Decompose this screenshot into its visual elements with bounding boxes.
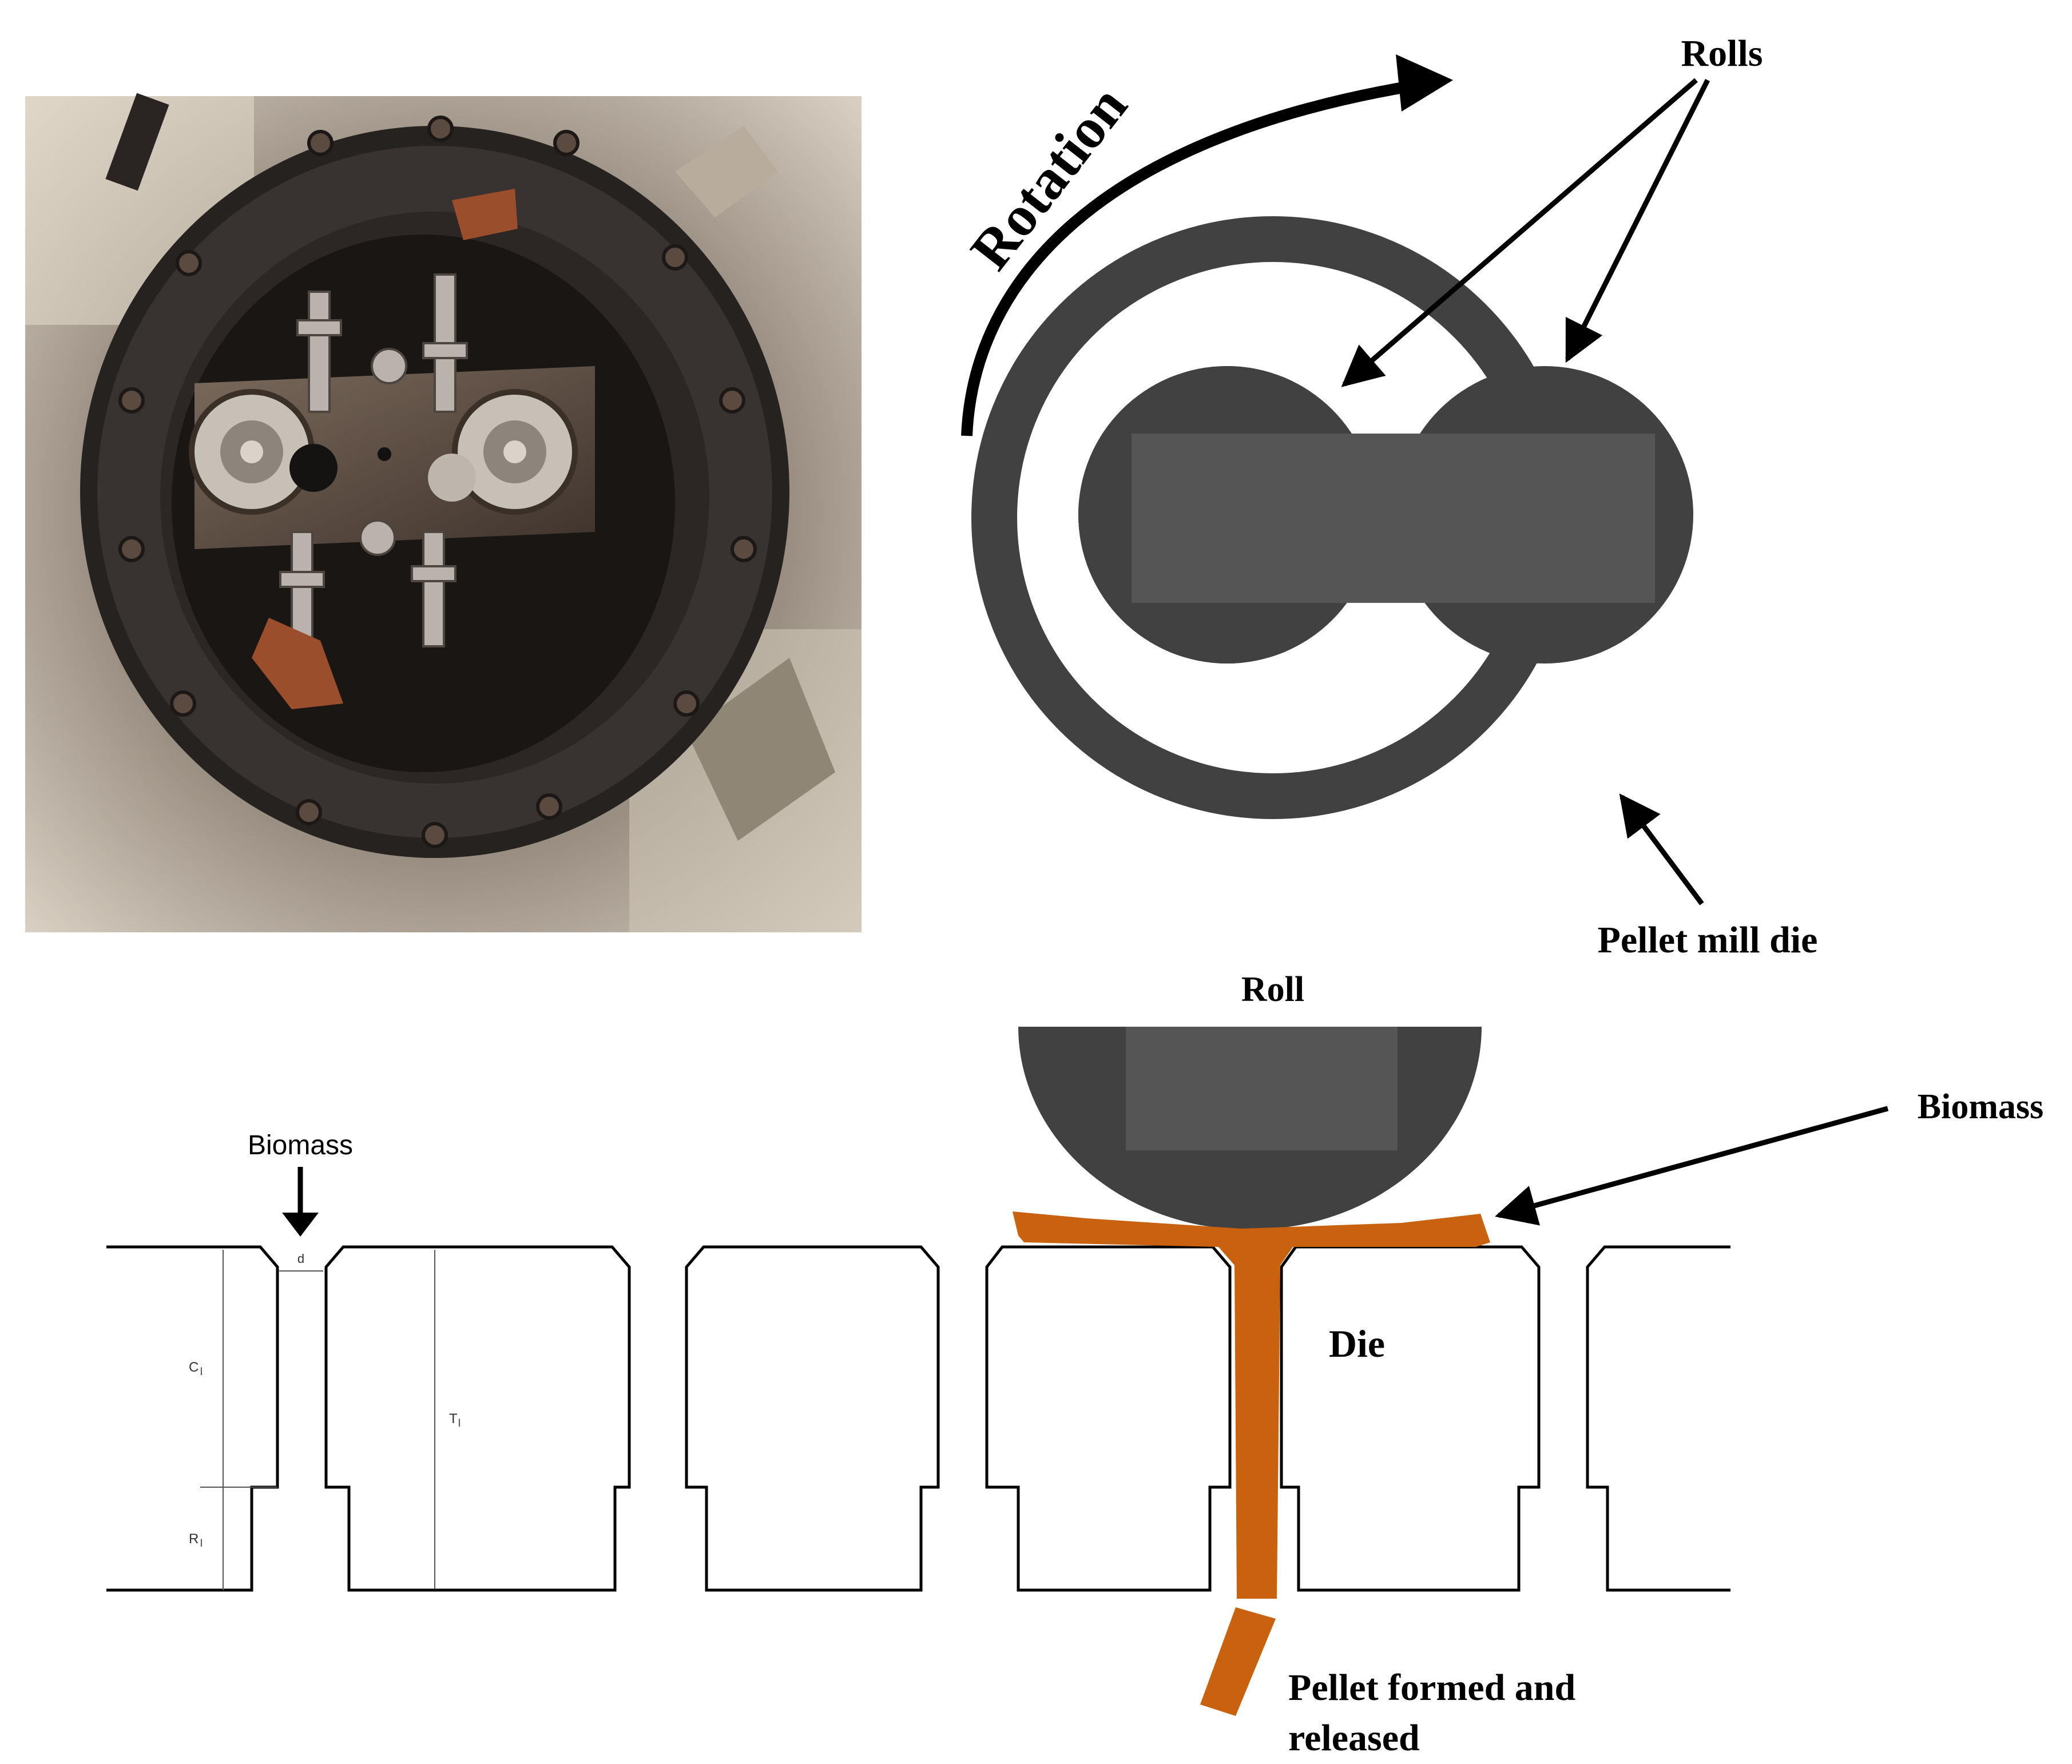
dim-c-label: C — [189, 1360, 199, 1375]
die-label: Die — [1329, 1322, 1385, 1365]
dim-r-sub: l — [200, 1537, 203, 1549]
rolls-arrow-right — [1565, 78, 1710, 363]
dim-c-sub: l — [200, 1366, 203, 1377]
die-cross-section: d C l T l R l — [106, 1245, 1730, 1592]
rotation-arrow — [961, 80, 1414, 436]
pellet-mill-die-label: Pellet mill die — [1598, 919, 1818, 961]
released-pellet — [1200, 1607, 1276, 1716]
biomass-right-label: Biomass — [1918, 1087, 2043, 1126]
dim-t-sub: l — [458, 1417, 461, 1429]
rolls-label: Rolls — [1681, 33, 1763, 74]
rolls-arrow-left — [1341, 78, 1698, 387]
dim-t-label: T — [449, 1411, 458, 1427]
die-label-arrow — [1619, 793, 1704, 905]
biomass-layer — [1013, 1211, 1490, 1599]
biomass-left-label: Biomass — [248, 1130, 353, 1161]
pellet-label-line1: Pellet formed and — [1288, 1667, 1575, 1709]
rotation-arrowhead — [1396, 54, 1453, 112]
die-with-rolls-diagram — [971, 216, 1693, 819]
bottom-roll-inner — [1126, 1027, 1398, 1150]
pellet-label-line2: released — [1288, 1717, 1420, 1759]
dim-d-label: d — [297, 1252, 304, 1266]
roll-label: Roll — [1241, 970, 1304, 1009]
dim-r-label: R — [189, 1531, 199, 1547]
pellet-mill-photo — [25, 93, 862, 932]
biomass-right-arrow — [1495, 1106, 1889, 1226]
roll-shaft — [1132, 434, 1655, 603]
